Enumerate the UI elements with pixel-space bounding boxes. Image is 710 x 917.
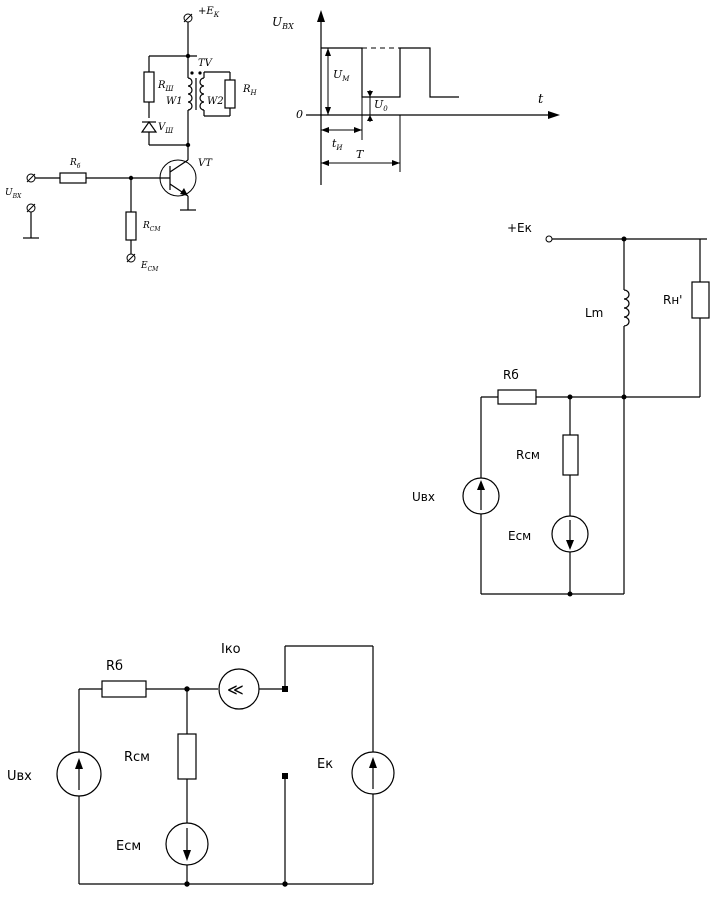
ek-label-4: Ек	[317, 757, 333, 772]
w1-winding	[187, 77, 193, 111]
equivalent-circuit-1: +Ек Lm Rн' Rб Uвх Rсм	[412, 221, 710, 597]
rn-resistor	[224, 79, 236, 109]
rsm-label-3: Rсм	[516, 448, 540, 462]
rn-resistor-3	[691, 281, 710, 319]
rsm-label: RСМ	[142, 221, 161, 233]
rsh-label: RШ	[157, 80, 175, 93]
rb-resistor	[59, 172, 87, 184]
rb-label-3: Rб	[503, 368, 519, 382]
uvx-terminal-bottom	[26, 203, 36, 213]
esm-terminal	[126, 253, 136, 263]
ek-label: +EК	[198, 6, 220, 19]
vt-label: VT	[198, 158, 213, 169]
um-label: UМ	[333, 68, 350, 83]
w2-winding	[199, 77, 205, 111]
input-pulse-timing-diagram: UВХ t 0 UМ U0 tИ T	[272, 10, 560, 185]
lm-label: Lm	[585, 306, 603, 320]
iko-symbol: ≪	[227, 680, 244, 699]
uvx-terminal-top	[26, 173, 36, 183]
lm-inductor	[623, 289, 630, 327]
uvx-label-3: Uвх	[412, 490, 435, 504]
vsh-diode	[140, 120, 158, 133]
ek-terminal	[183, 13, 193, 23]
open-terminal	[282, 773, 288, 779]
u0-label: U0	[374, 98, 388, 113]
rn-label-3: Rн'	[663, 293, 682, 307]
rsm-label-4: Rсм	[124, 750, 150, 765]
transistor-switch-schematic: +EК RШ VШ TV W1 W2	[5, 6, 258, 273]
t-axis-label: t	[538, 92, 544, 107]
ek-terminal-3	[545, 235, 553, 243]
rsm-resistor	[125, 211, 137, 241]
period-label: T	[356, 148, 365, 161]
pulse-waveform	[321, 47, 459, 98]
ti-label: tИ	[332, 137, 343, 152]
esm-label-3: Есм	[508, 529, 531, 543]
rb-label: Rб	[69, 158, 81, 170]
rb-label-4: Rб	[106, 659, 123, 674]
rsm-resistor-3	[562, 434, 579, 476]
w1-label: W1	[166, 96, 183, 107]
vsh-label: VШ	[158, 122, 174, 135]
origin-label: 0	[296, 108, 303, 121]
esm-label-4: Есм	[116, 839, 141, 854]
rb-resistor-3	[497, 389, 537, 405]
rb-resistor-4	[101, 680, 147, 698]
rn-label: RН	[242, 84, 258, 97]
rsm-resistor-4	[177, 733, 197, 780]
uvx-label-4: Uвх	[7, 769, 32, 784]
ek-label-3: +Ек	[507, 221, 532, 235]
esm-label: EСМ	[140, 261, 159, 273]
uvx-label: UВХ	[5, 188, 22, 200]
equivalent-circuit-2: Rб ≪ Iко Uвх Rсм Есм Ек	[7, 642, 395, 887]
iko-label: Iко	[221, 642, 241, 657]
uvx-axis-label: UВХ	[272, 15, 294, 31]
tv-label: TV	[198, 58, 214, 69]
w2-label: W2	[207, 96, 224, 107]
rsh-resistor	[143, 71, 155, 103]
